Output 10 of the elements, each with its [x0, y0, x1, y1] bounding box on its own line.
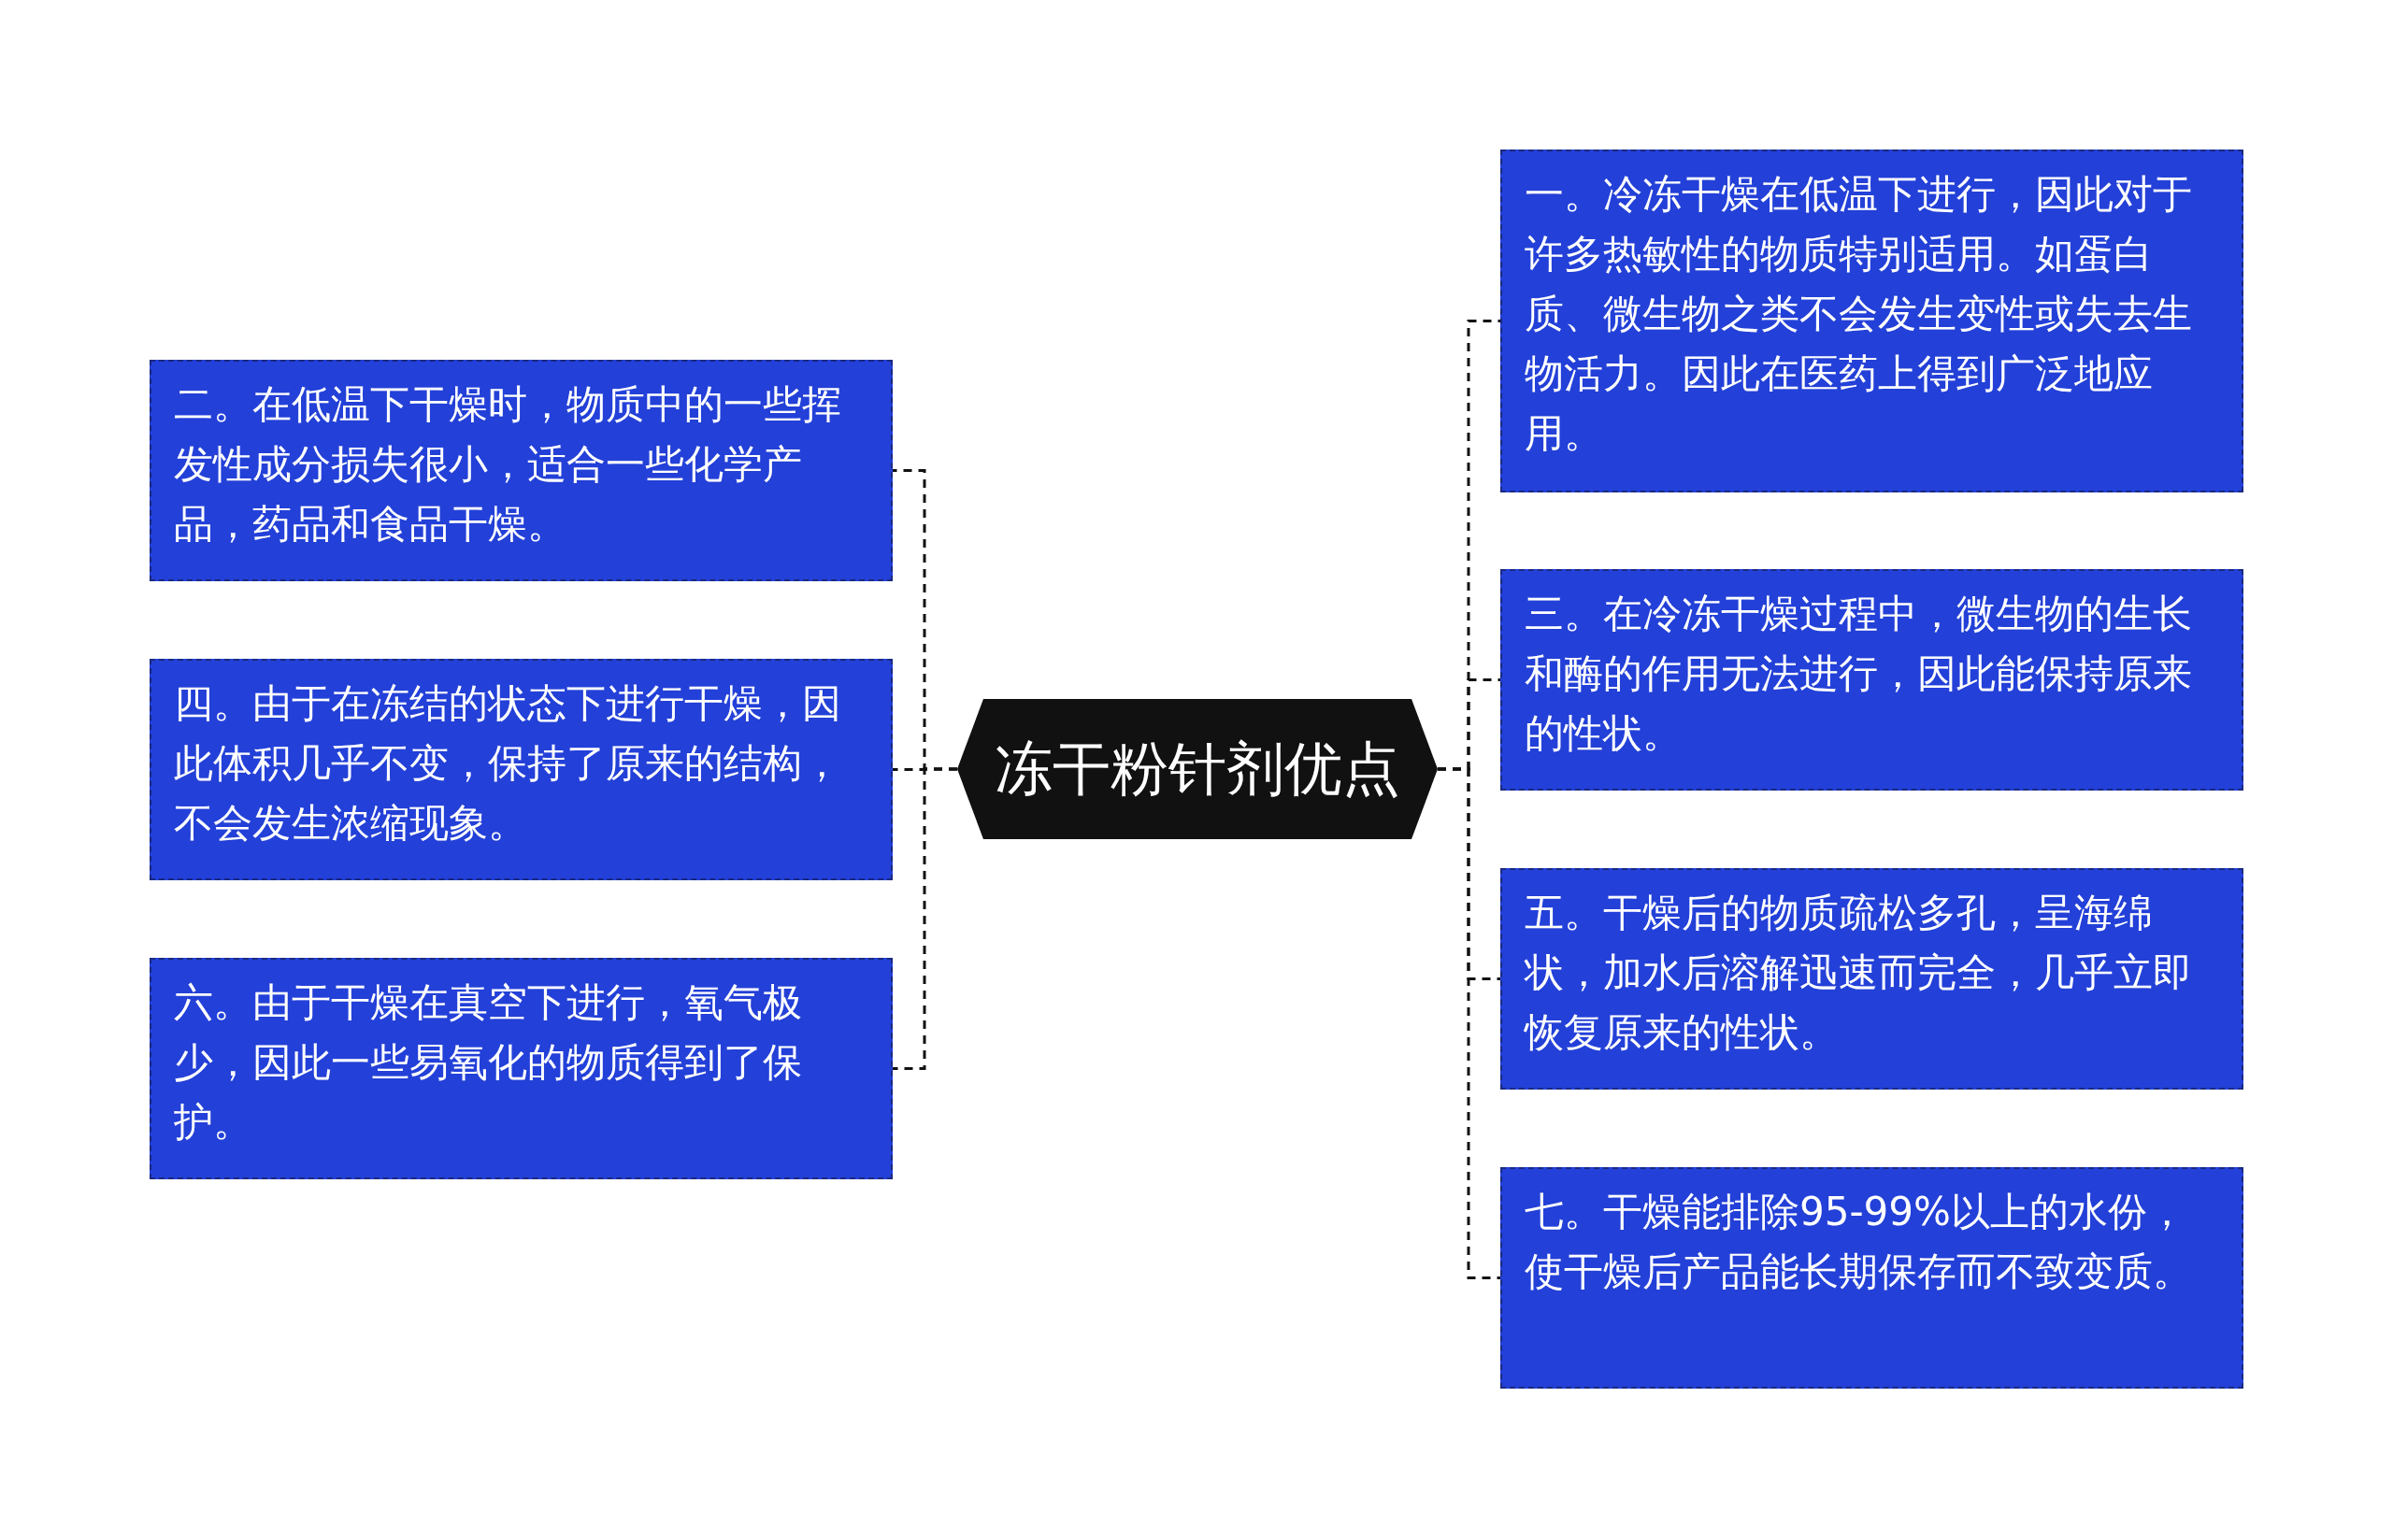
- text-box: 三。在冷冻干燥过程中，微生物的生长和酶的作用无法进行，因此能保持原来的性状。: [1500, 569, 2243, 791]
- text-box: 五。干燥后的物质疏松多孔，呈海绵状，加水后溶解迅速而完全，几乎立即恢复原来的性状。: [1500, 868, 2243, 1090]
- text-box: 四。由于在冻结的状态下进行干燥，因此体积几乎不变，保持了原来的结构，不会发生浓缩现象。: [150, 659, 893, 880]
- text-box: 二。在低温下干燥时，物质中的一些挥发性成分损失很小，适合一些化学产品，药品和食品干燥。: [150, 360, 893, 581]
- topic-hexagon: 冻干粉针剂优点: [957, 699, 1438, 839]
- connector-line: [893, 767, 957, 1070]
- text-box: 一。冷冻干燥在低温下进行，因此对于许多热敏性的物质特别适用。如蛋白质、微生物之类不会发生变性或失去生物活力。因此在医药上得到广泛地应用。: [1500, 150, 2243, 492]
- text-box: 七。干燥能排除95-99%以上的水份，使干燥后产品能长期保存而不致变质。: [1500, 1167, 2243, 1389]
- text-box: 六。由于干燥在真空下进行，氧气极少，因此一些易氧化的物质得到了保护。: [150, 958, 893, 1179]
- connector-line: [1438, 767, 1500, 1279]
